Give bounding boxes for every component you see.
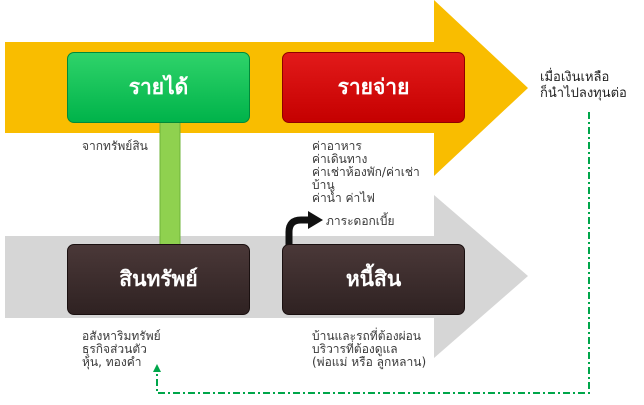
asset-item: ธุรกิจส่วนตัว — [82, 342, 147, 356]
expense-item: บ้าน — [312, 178, 335, 192]
expense-box: รายจ่าย — [282, 52, 465, 123]
debt-item: บริวารที่ต้องดูแล — [312, 342, 398, 356]
interest-text: ภาระดอกเบี้ย — [326, 214, 395, 228]
interest-arrow-head — [308, 211, 323, 229]
expense-item: ค่าน้ำ ค่าไฟ — [312, 191, 375, 205]
expense-label: รายจ่าย — [337, 75, 410, 99]
expense-items-list: ค่าอาหาร ค่าเดินทาง ค่าเช่าห้องพัก/ค่าเช… — [312, 140, 420, 205]
debt-box: หนี้สิน — [282, 244, 465, 315]
assets-debt-band-arrow — [5, 195, 528, 358]
interest-arrow — [285, 216, 310, 266]
income-box: รายได้ — [67, 52, 250, 123]
debt-items-list: บ้านและรถที่ต้องผ่อน บริวารที่ต้องดูแล (… — [312, 330, 426, 369]
income-expense-band-arrow — [5, 0, 528, 176]
asset-items-list: อสังหาริมทรัพย์ ธุรกิจส่วนตัว หุ้น, ทองค… — [82, 330, 161, 369]
asset-item: อสังหาริมทรัพย์ — [82, 329, 161, 343]
surplus-note: เมื่อเงินเหลือ ก็นำไปลงทุนต่อ — [540, 70, 627, 102]
reinvest-loop-line — [156, 112, 590, 394]
income-label: รายได้ — [128, 75, 189, 99]
income-source-text: จากทรัพย์สิน — [82, 139, 148, 153]
surplus-note-line: ก็นำไปลงทุนต่อ — [540, 86, 627, 101]
debt-label: หนี้สิน — [345, 267, 402, 291]
expense-item: ค่าเดินทาง — [312, 152, 368, 166]
debt-item: บ้านและรถที่ต้องผ่อน — [312, 329, 422, 343]
reinvest-loop-arrowhead — [153, 364, 161, 372]
expense-item: ค่าอาหาร — [312, 139, 362, 153]
debt-item: (พ่อแม่ หรือ ลูกหลาน) — [312, 355, 427, 369]
asset-item: หุ้น, ทองคำ — [82, 355, 142, 369]
surplus-note-line: เมื่อเงินเหลือ — [540, 70, 610, 85]
assets-label: สินทรัพย์ — [119, 267, 198, 291]
assets-box: สินทรัพย์ — [67, 244, 250, 315]
expense-item: ค่าเช่าห้องพัก/ค่าเช่า — [312, 165, 420, 179]
